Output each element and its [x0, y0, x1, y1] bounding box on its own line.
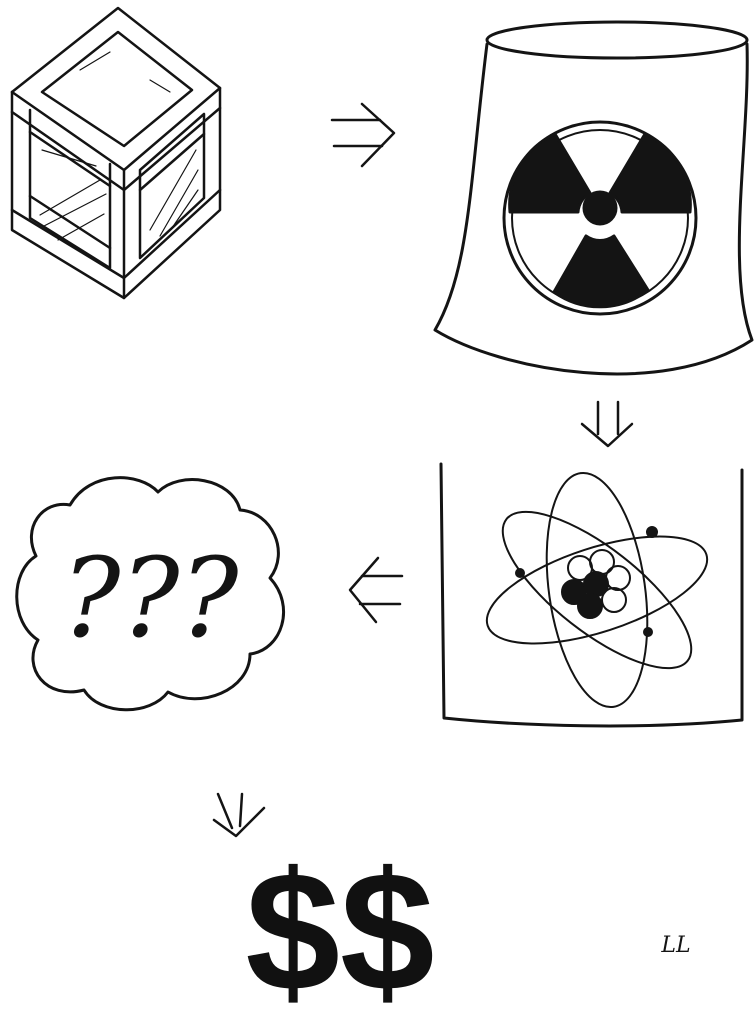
- artist-signature: LL: [660, 933, 690, 958]
- dollar-signs-text: $$: [245, 837, 434, 1009]
- arrow-down-icon: [582, 402, 632, 446]
- arrow-right-icon: [332, 104, 394, 166]
- arrow-left-icon: [350, 558, 402, 622]
- arrow-down-icon: [214, 794, 264, 836]
- radiation-symbol-icon: [504, 122, 696, 314]
- crate-icon: [12, 8, 220, 298]
- atom-icon: [475, 466, 720, 713]
- cloud-question-text: ???: [62, 534, 240, 662]
- cooling-tower-icon: [435, 22, 752, 374]
- thought-cloud-icon: ???: [17, 478, 284, 710]
- atom-container-icon: [441, 464, 742, 726]
